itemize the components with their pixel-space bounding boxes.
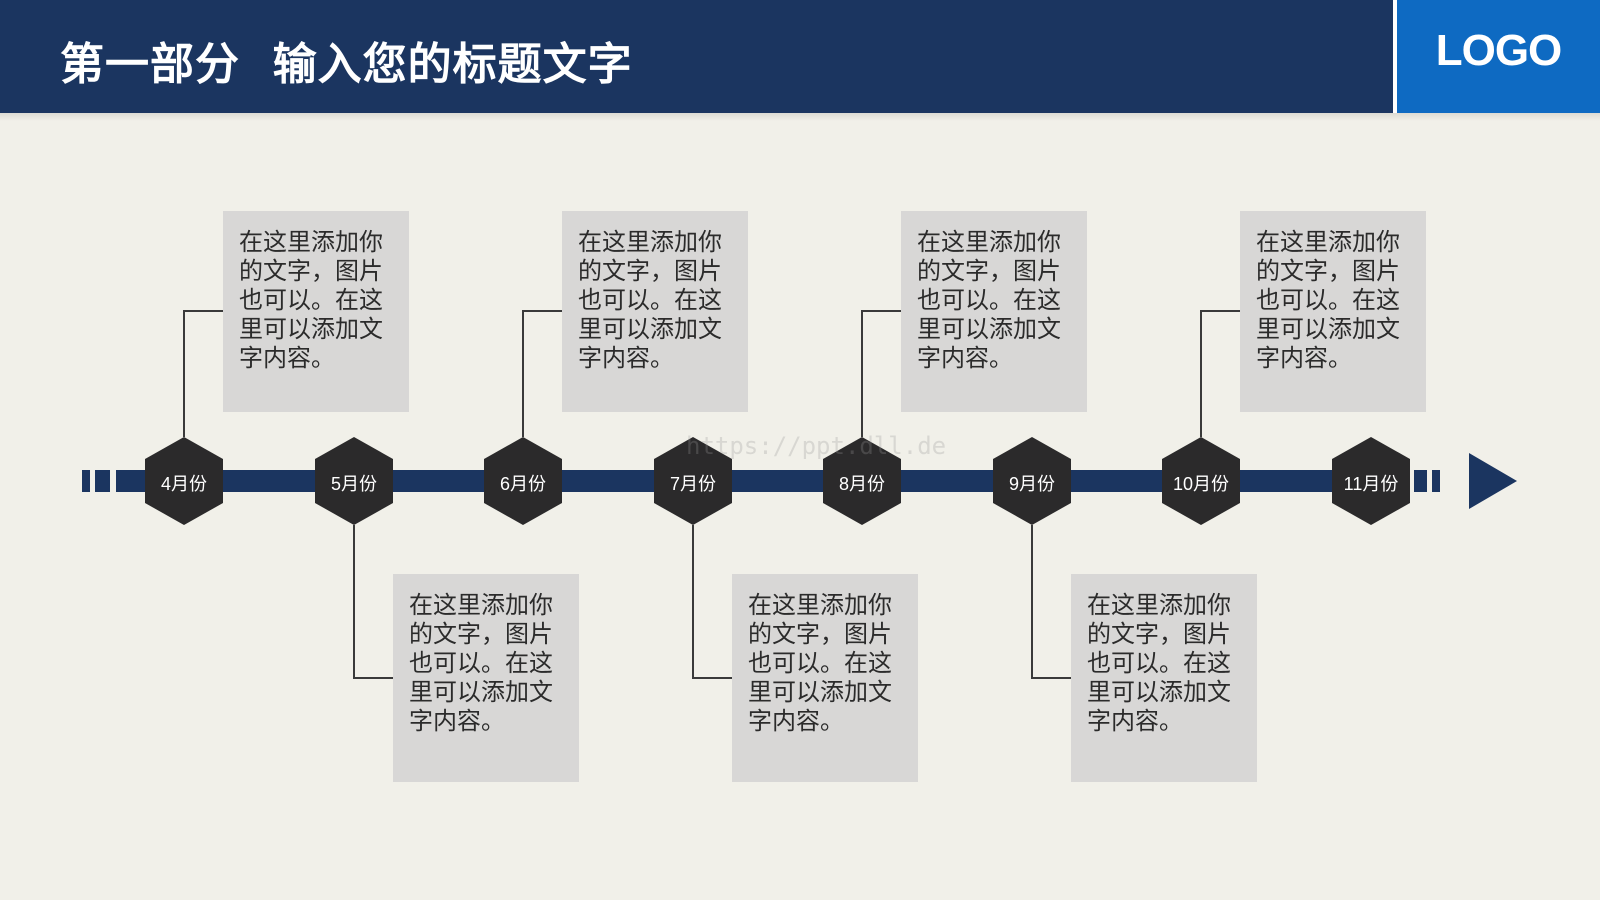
timeline-dash-3 [116, 470, 141, 492]
milestone-hexagon [1332, 437, 1410, 525]
milestone-text-card: 在这里添加你的文字，图片也可以。在这里可以添加文字内容。 [1240, 211, 1426, 412]
milestone-label: 8月份 [838, 474, 885, 494]
milestone-hexagon [654, 437, 732, 525]
milestone-label: 6月份 [499, 474, 546, 494]
milestone-hexagon [315, 437, 393, 525]
milestone-connector [861, 310, 901, 437]
arrow-right-icon [1469, 453, 1517, 509]
milestone-label: 7月份 [669, 474, 716, 494]
title-bar: 第一部分 输入您的标题文字 [0, 0, 1600, 113]
timeline-dash-1 [82, 470, 90, 492]
milestone-hexagon [145, 437, 223, 525]
logo-text: LOGO [1435, 26, 1563, 75]
header-shadow [0, 113, 1600, 121]
milestone-label: 11月份 [1343, 474, 1399, 494]
logo: LOGO [1393, 0, 1600, 113]
timeline-dash-4 [1414, 470, 1427, 492]
milestone-label: 10月份 [1172, 474, 1230, 494]
timeline-dash-5 [1432, 470, 1440, 492]
milestone-label: 9月份 [1008, 474, 1055, 494]
timeline-main-bar [141, 470, 1408, 492]
milestone-connector [1031, 525, 1071, 679]
milestone-connector [1200, 310, 1240, 437]
milestone-text-card: 在这里添加你的文字，图片也可以。在这里可以添加文字内容。 [1071, 574, 1257, 782]
milestone-text-card: 在这里添加你的文字，图片也可以。在这里可以添加文字内容。 [562, 211, 748, 412]
milestone-text-card: 在这里添加你的文字，图片也可以。在这里可以添加文字内容。 [223, 211, 409, 412]
milestone-hexagon [484, 437, 562, 525]
milestone-connector [353, 525, 393, 679]
watermark: https://ppt.dll.de [686, 432, 947, 460]
milestone-text-card: 在这里添加你的文字，图片也可以。在这里可以添加文字内容。 [732, 574, 918, 782]
milestone-connector [522, 310, 562, 437]
milestone-connector [692, 525, 732, 679]
page-title: 第一部分 输入您的标题文字 [60, 39, 633, 90]
milestone-text-card: 在这里添加你的文字，图片也可以。在这里可以添加文字内容。 [393, 574, 579, 782]
milestone-label: 5月份 [330, 474, 377, 494]
milestone-hexagon [823, 437, 901, 525]
milestone-hexagon [993, 437, 1071, 525]
milestone-hexagon [1162, 437, 1240, 525]
timeline-dash-2 [95, 470, 110, 492]
milestone-connector [183, 310, 223, 437]
milestone-label: 4月份 [160, 474, 207, 494]
timeline-bar [82, 453, 1517, 509]
milestone-text-card: 在这里添加你的文字，图片也可以。在这里可以添加文字内容。 [901, 211, 1087, 412]
